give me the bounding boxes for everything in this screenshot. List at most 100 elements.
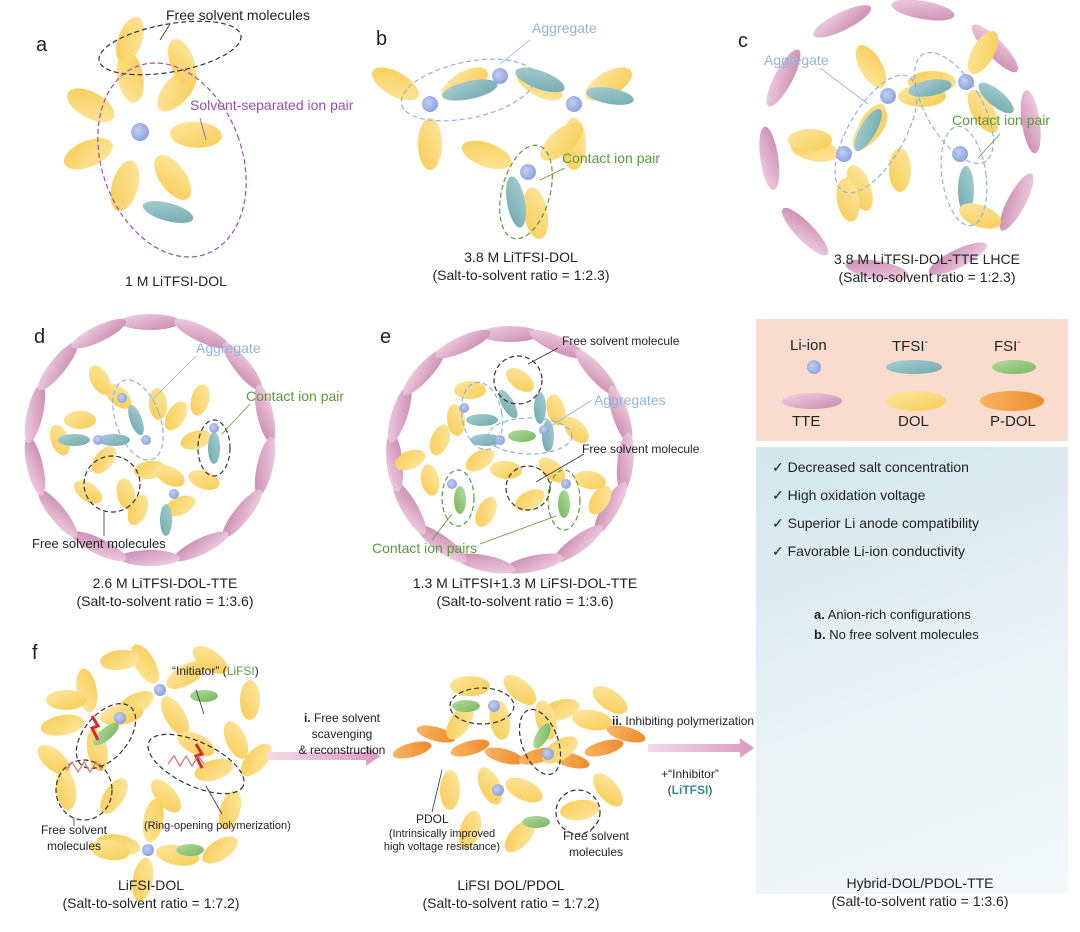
wave-icon xyxy=(65,760,103,774)
li-ion xyxy=(492,68,508,84)
dol-molecule xyxy=(154,155,192,200)
li-ion xyxy=(93,435,103,445)
dol-molecule xyxy=(592,686,628,714)
dol-molecule xyxy=(967,31,999,75)
free-solvent-label: Free solvent molecules xyxy=(166,7,310,23)
free-solvent-ellipse xyxy=(98,20,242,76)
tte-molecule xyxy=(480,326,540,342)
caption-f2: LiFSI DOL/PDOL(Salt-to-solvent ratio = 1… xyxy=(422,877,600,911)
inhibitor-label: +“Inhibitor”(LiTFSI) xyxy=(661,767,719,797)
dol-molecule xyxy=(239,680,261,720)
properties-panel: ✓ Decreased salt concentration ✓ High ox… xyxy=(756,447,1068,894)
li-ion xyxy=(447,479,457,489)
li-ion xyxy=(836,146,852,162)
dol-molecule xyxy=(166,661,206,689)
pdol-segment xyxy=(392,741,432,759)
dol-molecule xyxy=(454,381,486,399)
aggregates-label: Aggregates xyxy=(594,392,666,408)
pdol-segment xyxy=(606,725,646,743)
dol-molecule xyxy=(240,743,272,777)
li-ion xyxy=(459,403,469,413)
free-solvent-ellipse xyxy=(505,465,551,511)
tte-molecule xyxy=(254,436,276,496)
tfsi-anion xyxy=(208,432,220,464)
tte-molecule xyxy=(387,385,412,443)
tte-molecule xyxy=(222,342,262,391)
dol-molecule xyxy=(67,88,115,123)
tfsi-anion xyxy=(534,392,546,424)
tte-molecule xyxy=(254,384,276,444)
panel-letter-c: c xyxy=(738,30,748,52)
tte-molecule xyxy=(24,436,46,496)
legend-pdol-label: P-DOL xyxy=(990,413,1036,430)
dol-molecule xyxy=(164,495,196,517)
dol-molecule xyxy=(446,404,466,436)
dol-molecule xyxy=(506,367,534,393)
contact-ion-pair-ellipse xyxy=(75,703,137,769)
tte-molecule xyxy=(891,0,955,21)
property-item: ✓ Decreased salt concentration xyxy=(772,459,969,475)
dol-molecule xyxy=(475,497,497,527)
li-ion xyxy=(566,96,582,112)
caption-c: 3.8 M LiTFSI-DOL-TTE LHCE(Salt-to-solven… xyxy=(834,251,1020,285)
tfsi-anion xyxy=(515,67,565,93)
tfsi-anion xyxy=(586,87,634,105)
tte-molecule xyxy=(417,525,467,563)
process-arrow xyxy=(268,746,380,766)
caption-f3: Hybrid-DOL/PDOL-TTE(Salt-to-solvent rati… xyxy=(831,875,1009,909)
dol-molecule xyxy=(560,799,600,821)
contact-ion-pair-label: Contact ion pair xyxy=(562,150,661,166)
li-ion xyxy=(488,700,500,712)
li-ion xyxy=(495,435,505,445)
leader-line xyxy=(195,689,205,715)
tte-molecule xyxy=(845,259,909,281)
legend-li-label: Li-ion xyxy=(790,337,827,354)
leader-line xyxy=(221,403,251,435)
tfsi-anion xyxy=(466,414,498,426)
tte-molecule xyxy=(393,481,427,535)
tte-molecule xyxy=(928,242,987,275)
legend-tfsi-label: TFSI- xyxy=(892,337,928,355)
tfsi-anion xyxy=(58,434,90,446)
initiator-label: “Initiator” (LiFSI) xyxy=(172,664,259,678)
tte-molecule xyxy=(402,349,445,396)
fsi-anion xyxy=(508,430,536,442)
dol-molecule xyxy=(223,721,249,759)
dol-molecule xyxy=(169,121,222,148)
dol-molecule xyxy=(46,690,86,710)
dol-molecule xyxy=(593,773,623,807)
li-ion xyxy=(169,489,179,499)
dol-molecule xyxy=(563,416,589,444)
fsi-anion xyxy=(176,844,204,856)
dol-molecule xyxy=(372,67,419,101)
free-solvent-ellipse xyxy=(555,789,601,835)
dol-molecule xyxy=(503,674,537,706)
dol-molecule xyxy=(64,411,96,429)
dol-molecule xyxy=(161,696,189,736)
li-ion xyxy=(539,425,549,435)
dol-molecule xyxy=(450,676,490,696)
li-ion xyxy=(958,74,974,90)
aggregate-ellipse xyxy=(400,58,536,122)
ring-opening-label: (Ring-opening polymerization) xyxy=(144,820,291,832)
free-solvent-ellipse xyxy=(83,455,141,513)
leader-line xyxy=(589,825,595,833)
contact-ion-pair-ellipse xyxy=(940,125,988,227)
aggregate-ellipse xyxy=(112,379,164,461)
fsi-anion xyxy=(522,816,550,828)
dol-molecule xyxy=(55,770,77,810)
dol-molecule xyxy=(202,836,238,864)
aggregate-label: Aggregate xyxy=(532,20,597,36)
li-ion xyxy=(492,784,504,796)
tte-molecule xyxy=(173,531,229,562)
process-arrow xyxy=(648,738,754,758)
dol-molecule xyxy=(836,178,860,222)
dol-molecule xyxy=(90,839,130,861)
contact-ion-pair-ellipse xyxy=(449,687,515,725)
legend-tte-label: TTE xyxy=(792,413,821,430)
leader-line xyxy=(819,67,869,105)
tfsi-anion xyxy=(498,389,518,419)
